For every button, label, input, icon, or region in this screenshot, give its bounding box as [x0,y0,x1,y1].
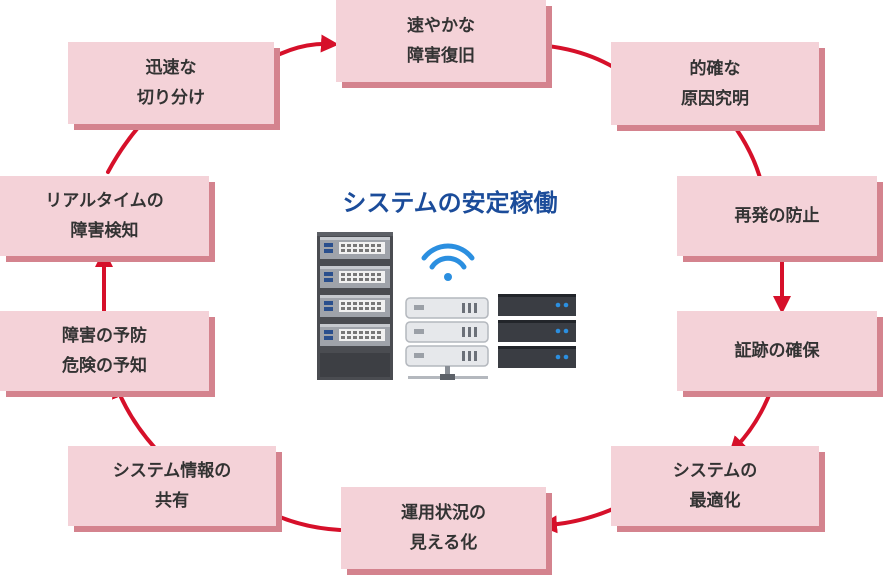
node-recurrence-prevention: 再発の防止 [677,176,877,256]
node-evidence-securing: 証跡の確保 [677,311,877,391]
node-failure-prediction: 障害の予防 危険の予知 [0,311,209,391]
node-status-visualization: 運用状況の 見える化 [341,487,546,569]
dark-server-stack-icon [498,294,576,368]
server-rack-icon [317,232,393,380]
node-realtime-detection-line1: リアルタイムの [45,191,164,211]
arrow-sharing-to-prediction [112,379,157,450]
node-quick-recovery: 速やかな 障害復旧 [336,0,546,82]
node-realtime-detection: リアルタイムの 障害検知 [0,176,209,256]
center-title: システムの安定稼働 [342,189,558,217]
node-info-sharing-line2: 共有 [155,491,189,511]
node-system-optimization: システムの 最適化 [611,446,819,526]
node-quick-isolation: 迅速な 切り分け [68,42,274,124]
node-accurate-cause-line2: 原因究明 [681,88,749,109]
node-failure-prediction-line1: 障害の予防 [62,326,147,346]
node-recurrence-prevention-line1: 再発の防止 [734,206,820,226]
arrow-evidence-to-optimization [728,383,775,455]
node-failure-prediction-line2: 危険の予知 [62,356,147,376]
server-illustration [317,232,576,380]
node-realtime-detection-line2: 障害検知 [70,221,139,241]
node-system-optimization-line2: 最適化 [689,491,741,511]
node-system-optimization-line1: システムの [672,461,758,481]
node-status-visualization-line2: 見える化 [409,533,478,553]
node-quick-recovery-line1: 速やかな [407,16,475,36]
node-quick-isolation-line2: 切り分け [137,88,205,108]
node-quick-isolation-line1: 迅速な [145,58,197,78]
node-info-sharing: システム情報の 共有 [68,446,276,526]
node-evidence-securing-line1: 証跡の確保 [734,341,820,361]
node-accurate-cause: 的確な 原因究明 [611,42,819,125]
node-status-visualization-line1: 運用状況の [401,503,486,523]
node-info-sharing-line1: システム情報の [112,461,232,481]
node-accurate-cause-line1: 的確な [689,58,741,79]
node-quick-recovery-line2: 障害復旧 [407,46,475,66]
wifi-icon [421,243,475,281]
network-server-icon [405,297,489,380]
